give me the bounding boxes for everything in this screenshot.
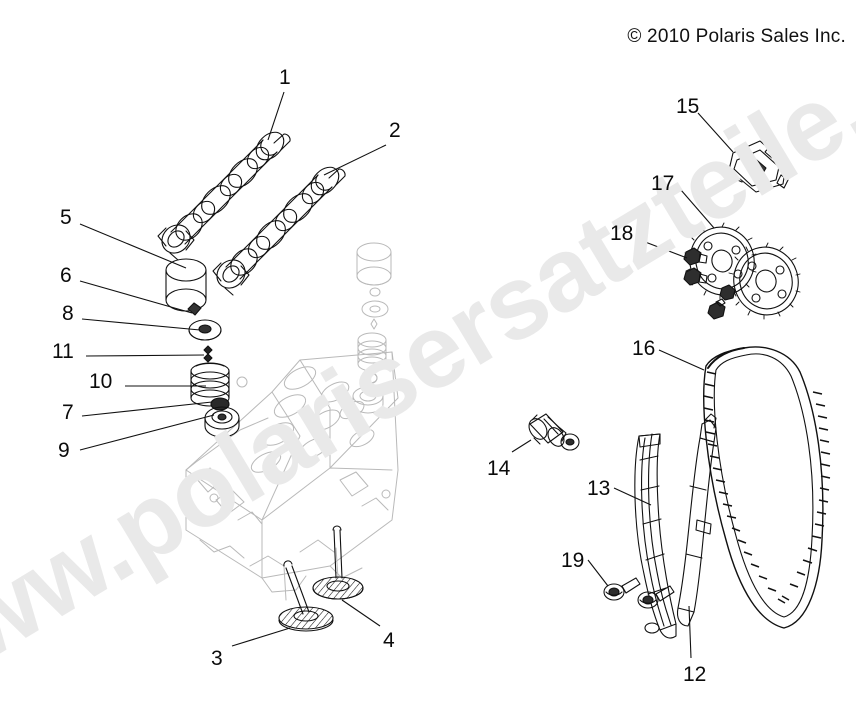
cylinder-head-ghost	[185, 242, 399, 601]
sprocket-bolt-group	[683, 247, 736, 320]
leader-line-4	[341, 599, 381, 627]
sprocket-bolt-4	[719, 284, 736, 301]
callout-1[interactable]: 1	[279, 66, 291, 89]
lifter-bucket-part	[165, 258, 207, 312]
callout-15[interactable]: 15	[676, 95, 700, 118]
callout-9[interactable]: 9	[58, 439, 70, 462]
valve-shim-part	[187, 302, 202, 316]
sprocket-bolt-1	[683, 247, 708, 266]
leader-line-13	[613, 487, 652, 506]
callout-12[interactable]: 12	[683, 663, 707, 686]
callout-13[interactable]: 13	[587, 477, 611, 500]
leader-line-9	[79, 414, 215, 451]
leader-line-15	[697, 112, 734, 153]
chain-guide-bracket-part	[728, 140, 789, 193]
chain-tensioner-part	[528, 413, 567, 447]
chain-guide-part	[634, 433, 677, 639]
leader-line-17	[680, 189, 715, 229]
sprocket-bolt-3	[707, 298, 726, 320]
cam-chain-part	[703, 346, 831, 629]
callout-8[interactable]: 8	[62, 302, 74, 325]
valve-keeper-part	[203, 345, 213, 363]
leader-line-16	[658, 349, 705, 371]
leader-line-18	[639, 239, 688, 259]
callout-2[interactable]: 2	[389, 119, 401, 142]
valve-spring-part	[190, 362, 230, 407]
callout-7[interactable]: 7	[62, 401, 74, 424]
callout-17[interactable]: 17	[651, 172, 675, 195]
camshaft-exhaust-part	[212, 166, 346, 296]
camshaft-intake-part	[157, 131, 291, 261]
second-valve-stack-ghost	[352, 242, 392, 414]
tensioner-blade-part	[676, 413, 717, 627]
callout-6[interactable]: 6	[60, 264, 72, 287]
callout-11[interactable]: 11	[52, 340, 74, 363]
callout-16[interactable]: 16	[632, 337, 656, 360]
leader-line-3	[231, 627, 291, 647]
callout-19[interactable]: 19	[561, 549, 585, 572]
callout-5[interactable]: 5	[60, 206, 72, 229]
guide-bolt-1	[603, 577, 641, 601]
leader-line-5	[79, 223, 187, 269]
leader-line-2	[323, 144, 387, 176]
leader-line-11	[85, 354, 205, 357]
valve-stem-seal-part	[204, 406, 240, 438]
leader-line-8	[81, 318, 201, 331]
guide-bolt-2	[637, 585, 675, 609]
leader-line-1	[267, 91, 285, 141]
guide-bolt-group	[603, 577, 675, 609]
leader-line-7	[81, 401, 213, 417]
guide-upper-bolt	[560, 433, 580, 451]
leader-line-12	[688, 605, 692, 659]
callout-4[interactable]: 4	[383, 629, 395, 652]
copyright-notice: © 2010 Polaris Sales Inc.	[627, 26, 846, 47]
callout-14[interactable]: 14	[487, 457, 511, 480]
leader-line-14	[511, 439, 532, 453]
spring-retainer-part	[188, 319, 222, 341]
cam-sprocket-rear	[728, 242, 801, 320]
callout-3[interactable]: 3	[211, 647, 223, 670]
leader-line-19	[587, 559, 609, 587]
callout-18[interactable]: 18	[610, 222, 634, 245]
leader-line-6	[79, 280, 193, 314]
intake-valve-part	[278, 560, 334, 632]
callout-10[interactable]: 10	[89, 370, 113, 393]
exhaust-valve-part	[312, 525, 364, 600]
sprocket-bolt-2	[683, 267, 708, 286]
